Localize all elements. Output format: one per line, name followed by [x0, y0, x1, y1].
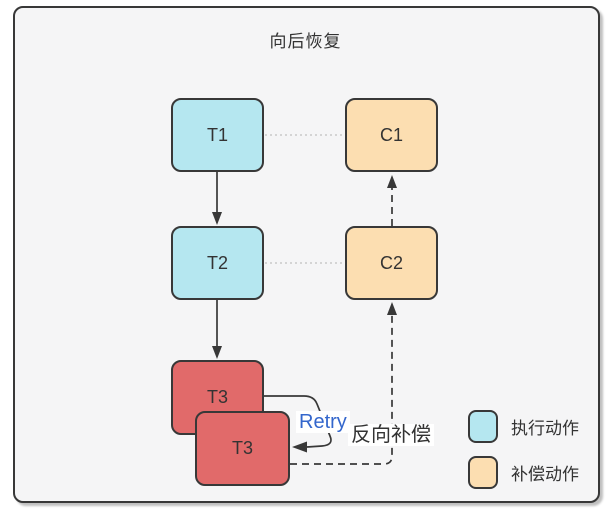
node-t1-label: T1	[206, 124, 228, 145]
legend-swatch-execute	[468, 410, 498, 443]
node-c1-label: C1	[379, 124, 403, 145]
reverse-compensation-label: 反向补偿	[348, 424, 434, 446]
node-t3-retry: T3	[195, 411, 290, 486]
node-t3-failed-label: T3	[206, 387, 228, 407]
node-t2-label: T2	[206, 252, 228, 273]
legend-label-compensate: 补偿动作	[511, 465, 579, 484]
retry-edge-label: Retry	[296, 411, 350, 433]
node-t3-retry-label: T3	[231, 438, 253, 458]
node-t1: T1	[171, 98, 264, 172]
diagram-title: 向后恢复	[269, 32, 342, 51]
node-t2: T2	[171, 226, 264, 300]
legend-item-execute: 执行动作	[468, 410, 579, 443]
legend-label-execute: 执行动作	[511, 419, 579, 438]
node-c2-label: C2	[379, 252, 403, 273]
node-c1: C1	[345, 98, 438, 172]
node-c2: C2	[345, 226, 438, 300]
legend-item-compensate: 补偿动作	[468, 456, 579, 489]
legend-swatch-compensate	[468, 456, 498, 489]
